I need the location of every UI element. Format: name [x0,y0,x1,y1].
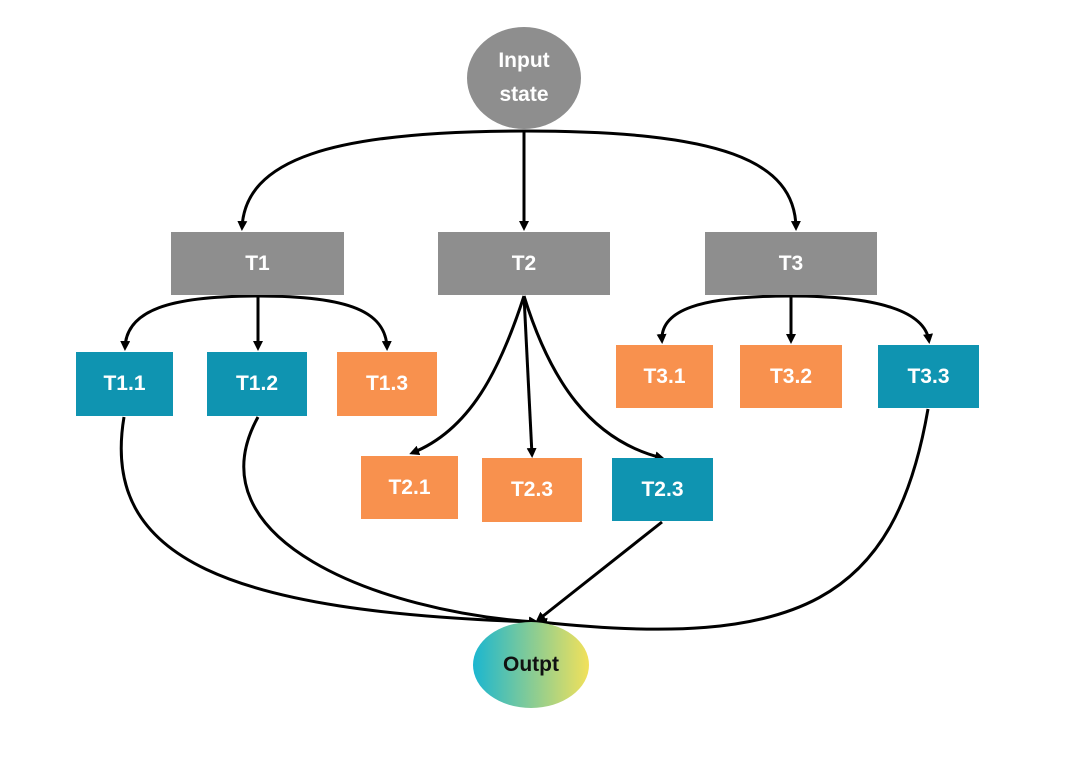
arrow-t1-to-t1-1 [120,294,259,351]
node-t2-label: T2 [511,251,537,275]
node-t3-2: T3.2 [740,345,842,408]
input-state-node: Input state [467,27,581,129]
arrow-t2-3b-to-output [535,520,663,622]
node-t3-3-label: T3.3 [907,364,950,388]
node-t1: T1 [171,232,344,295]
node-t1-2: T1.2 [207,352,307,416]
arrow-input-to-t3 [523,129,801,231]
output-node: Outpt [473,622,589,708]
node-t2-3-orange-label: T2.3 [510,478,554,501]
node-t2: T2 [438,232,610,295]
node-t1-1-label: T1.1 [103,372,146,395]
input-state-label-line2: state [499,83,549,106]
node-t2-3-teal-label: T2.3 [641,477,684,501]
node-t2-1-label: T2.1 [388,475,431,499]
node-t3-1-label: T3.1 [643,364,686,388]
arrow-t2-to-t2-1 [409,295,526,456]
node-t1-3-label: T1.3 [365,372,409,395]
arrow-t1-to-t1-3 [257,294,392,351]
node-t1-label: T1 [245,251,270,275]
node-t2-3-orange: T2.3 [482,458,582,522]
node-t3-label: T3 [778,251,804,275]
node-t3: T3 [705,232,877,295]
arrow-t3-to-t3-3 [790,294,933,344]
arrow-t3-to-t3-1 [656,294,792,344]
arrow-t2-to-t2-3b [522,295,665,462]
output-label: Outpt [503,653,559,676]
arrow-t2-to-t2-3a [522,295,537,458]
node-t3-1: T3.1 [616,345,713,408]
node-t1-1: T1.1 [76,352,173,416]
input-state-label-line1: Input [498,49,550,72]
node-t2-1: T2.1 [361,456,458,519]
arrow-t1-2-to-output [242,416,539,627]
node-t3-2-label: T3.2 [769,364,813,388]
node-t3-3: T3.3 [878,345,979,408]
arrow-t3-3-to-output [537,408,930,631]
arrow-input-to-t1 [237,129,525,231]
node-t1-3: T1.3 [337,352,437,416]
node-t2-3-teal: T2.3 [612,458,713,521]
arrow-t1-1-to-output [119,416,539,627]
node-t1-2-label: T1.2 [235,372,279,395]
